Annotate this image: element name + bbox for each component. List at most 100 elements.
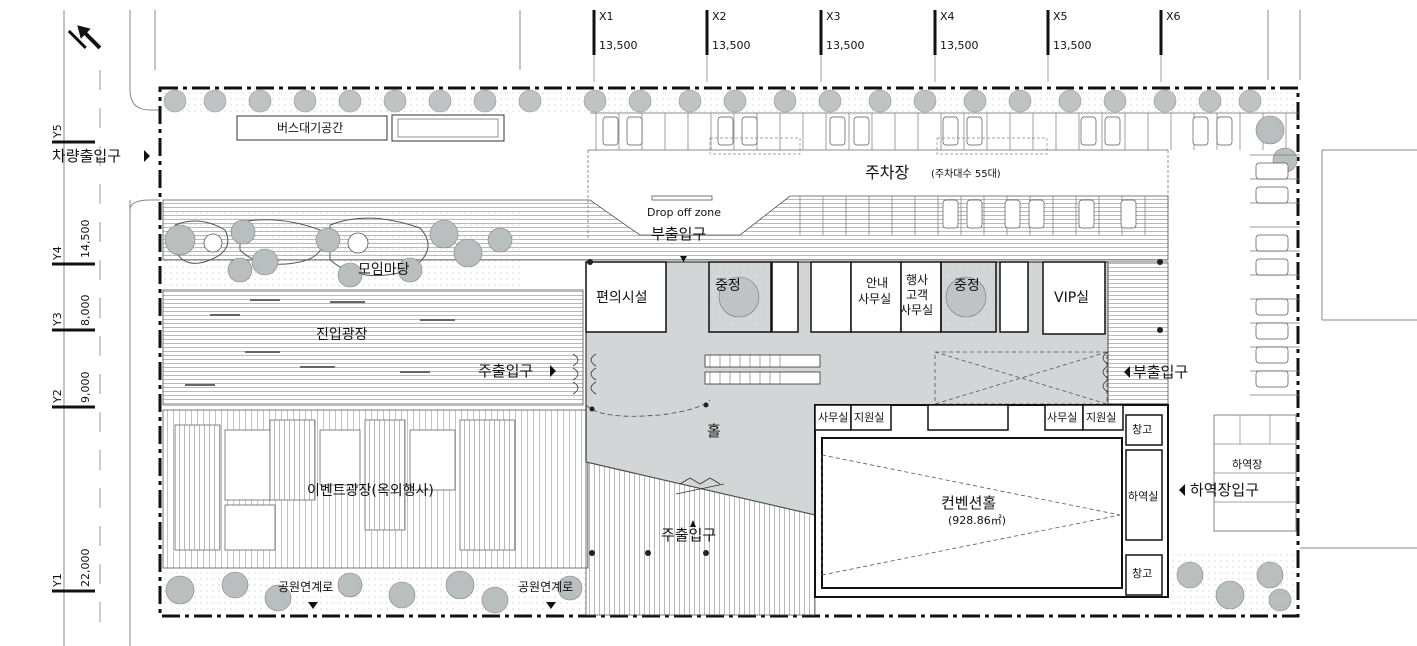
parking-note: (주차대수 55대) bbox=[931, 169, 1001, 180]
vip-room bbox=[1042, 261, 1106, 335]
column-gridlines bbox=[592, 10, 1163, 55]
loading-room bbox=[1125, 449, 1163, 541]
grid-column-label: X3 bbox=[826, 10, 841, 23]
bus-waiting-label: 버스대기공간 bbox=[277, 121, 344, 135]
drop-off-zone bbox=[651, 195, 713, 201]
car-icon bbox=[626, 116, 643, 146]
car-icon bbox=[1255, 258, 1289, 276]
top-tree-row bbox=[163, 89, 1262, 113]
event-office-label: 사무실 bbox=[900, 303, 934, 317]
vip-label: VIP실 bbox=[1054, 290, 1090, 306]
main-entrance-bottom-label: 주출입구 bbox=[661, 526, 717, 544]
support-room-1 bbox=[850, 404, 892, 431]
storage-label: 창고 bbox=[1132, 423, 1153, 436]
main-entrance-left-label: 주출입구 bbox=[478, 362, 534, 380]
car-icon bbox=[1120, 199, 1137, 229]
car-icon bbox=[1255, 322, 1289, 340]
office-label: 사무실 bbox=[818, 411, 849, 424]
courtyard-1-label: 중정 bbox=[715, 278, 741, 294]
convention-area: (928.86㎡) bbox=[948, 514, 1007, 527]
gathering-yard-label: 모임마당 bbox=[358, 262, 410, 278]
office-label: 사무실 bbox=[1047, 411, 1078, 424]
escalator bbox=[704, 354, 821, 385]
courtyard-trees bbox=[718, 276, 987, 318]
grid-row-span: 14,500 bbox=[79, 219, 92, 259]
grid-row-label: Y3 bbox=[51, 312, 64, 326]
support-room-2 bbox=[1082, 404, 1124, 431]
car-icon bbox=[1004, 199, 1021, 229]
convention-hall-label: 컨벤션홀 bbox=[941, 494, 997, 512]
car-icon bbox=[1080, 116, 1097, 146]
car-icon bbox=[1255, 346, 1289, 364]
grid-row-label: Y5 bbox=[51, 124, 64, 138]
event-office-label: 고객 bbox=[906, 288, 929, 302]
car-icon bbox=[1192, 116, 1209, 146]
info-office-label: 안내 bbox=[866, 276, 889, 290]
convenience-room bbox=[585, 261, 667, 333]
main-entry-deck bbox=[585, 461, 816, 616]
sub-entrance-right-label: 부출입구 bbox=[1133, 363, 1189, 381]
grid-row-span: 9,000 bbox=[79, 371, 92, 404]
entrance-plaza-label: 진입광장 bbox=[316, 327, 368, 343]
row-gridlines bbox=[52, 140, 95, 593]
car-icon bbox=[1255, 162, 1289, 180]
grid-row-label: Y1 bbox=[51, 573, 64, 587]
grid-column-span: 13,500 bbox=[1053, 39, 1092, 52]
entrance-plaza-deck bbox=[162, 289, 584, 406]
car-icon bbox=[602, 116, 619, 146]
support-label: 지원실 bbox=[854, 411, 885, 424]
car-icon bbox=[942, 199, 959, 229]
storage-1 bbox=[1125, 414, 1163, 446]
road-lines bbox=[63, 10, 1417, 646]
grid-column-span: 13,500 bbox=[826, 39, 865, 52]
car-icon bbox=[966, 199, 983, 229]
bus-waiting-area bbox=[236, 115, 388, 141]
landscape-trees bbox=[164, 219, 513, 288]
info-office-label: 사무실 bbox=[858, 292, 892, 306]
grid-column-label: X2 bbox=[712, 10, 727, 23]
grid-row-label: Y4 bbox=[51, 246, 64, 260]
grid-row-label: Y2 bbox=[51, 389, 64, 403]
bottom-tree-row bbox=[165, 115, 1298, 614]
car-icon bbox=[1078, 199, 1095, 229]
grid-row-span: 8,000 bbox=[79, 294, 92, 327]
parking-label: 주차장 bbox=[865, 163, 910, 182]
grid-column-span: 13,500 bbox=[599, 39, 638, 52]
car-icon bbox=[1028, 199, 1045, 229]
loading-room-label: 하역실 bbox=[1128, 490, 1159, 503]
car-icon bbox=[1255, 186, 1289, 204]
convenience-label: 편의시설 bbox=[596, 290, 648, 306]
grid-column-span: 13,500 bbox=[712, 39, 751, 52]
hall-label: 홀 bbox=[707, 422, 721, 440]
park-link-label: 공원연계로 bbox=[518, 580, 574, 594]
support-label: 지원실 bbox=[1086, 411, 1117, 424]
event-office-label: 행사 bbox=[906, 273, 929, 287]
storage-label: 창고 bbox=[1132, 567, 1153, 580]
north-arrow-icon bbox=[67, 25, 102, 50]
grid-column-label: X6 bbox=[1166, 10, 1181, 23]
car-icon bbox=[1255, 298, 1289, 316]
park-link-label: 공원연계로 bbox=[278, 580, 334, 594]
car-icon bbox=[1216, 116, 1233, 146]
grid-column-label: X1 bbox=[599, 10, 614, 23]
grid-column-span: 13,500 bbox=[940, 39, 979, 52]
office-room-2 bbox=[1044, 404, 1084, 431]
info-office bbox=[850, 261, 902, 333]
grid-column-label: X5 bbox=[1053, 10, 1068, 23]
entrance-arrow-icon bbox=[144, 150, 1185, 609]
vehicle-entrance-label: 차량출입구 bbox=[52, 147, 122, 165]
grid-row-span: 22,000 bbox=[79, 548, 92, 588]
loading-yard-label: 하역장 bbox=[1232, 458, 1263, 471]
car-icon bbox=[853, 116, 870, 146]
car-icon bbox=[1255, 370, 1289, 388]
event-plaza-label: 이벤트광장(옥외행사) bbox=[307, 483, 434, 499]
sub-entrance-top-label: 부출입구 bbox=[651, 225, 707, 243]
site-boundary bbox=[158, 86, 1300, 618]
car-icon bbox=[1255, 234, 1289, 252]
grid-column-label: X4 bbox=[940, 10, 955, 23]
car-icon bbox=[1104, 116, 1121, 146]
courtyard-2-label: 중정 bbox=[954, 278, 980, 294]
drop-off-label: Drop off zone bbox=[647, 206, 722, 219]
